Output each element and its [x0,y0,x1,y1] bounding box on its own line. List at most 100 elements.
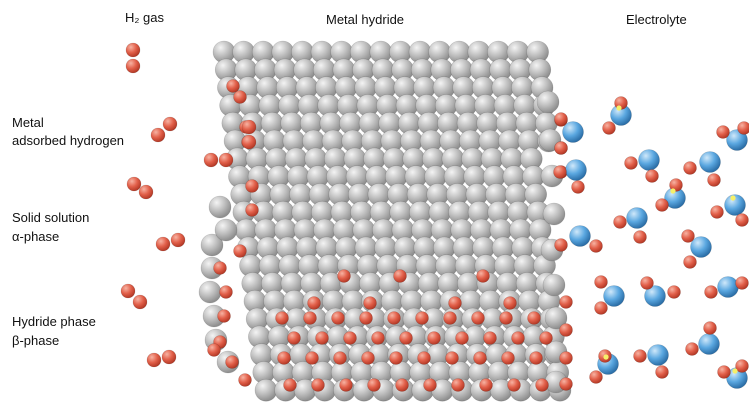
electrolyte-header: Electrolyte [626,12,687,27]
hydrogen-atom [594,301,608,315]
oxygen-atom [644,285,666,307]
hydrogen-atom [361,351,375,365]
hydrogen-atom [315,331,329,345]
hydrogen-atom [331,311,345,325]
hydrogen-atom [219,285,233,299]
h2-gas-header: H₂ gas [125,10,165,25]
hydrogen-atom [283,378,297,392]
hydrogen-atom [217,309,231,323]
hydrogen-atom [667,285,681,299]
hydrogen-atom [307,296,321,310]
oxygen-atom [726,129,748,151]
hydrogen-atom [225,355,239,369]
oxygen-atom [603,285,625,307]
hydrogen-atom [613,215,627,229]
hydrogen-atom [303,311,317,325]
highlight-dot [730,195,736,201]
hydrogen-atom [685,342,699,356]
hydrogen-atom [683,161,697,175]
metal-atom [542,273,566,297]
hydrogen-atom [501,351,515,365]
hydrogen-atom [363,296,377,310]
metal-atom [544,306,568,330]
oxygen-atom [717,276,739,298]
hydrogen-atom [737,121,749,135]
hydrogen-atom [553,165,567,179]
hydrogen-atom [120,283,136,299]
hydrogen-atom [162,116,178,132]
adsorbed-label-line1: Metal [12,115,44,130]
hydrogen-atom [735,213,749,227]
hydrogen-atom [707,173,721,187]
hydrogen-atom [633,230,647,244]
hydrogen-atom [125,58,141,74]
hydrogen-atom [138,184,154,200]
hydrogen-atom [213,261,227,275]
oxygen-atom [698,333,720,355]
alpha-label-line2: α-phase [12,229,60,244]
hydrogen-atom [207,343,221,357]
hydrogen-atom [339,378,353,392]
hydrogen-atom [554,112,568,126]
highlight-dot [732,368,738,374]
hydrogen-atom [367,378,381,392]
highlight-dot [603,354,609,360]
metal-atom [254,378,278,402]
hydrogen-atom [245,179,259,193]
metal-atom [200,233,224,257]
beta-label-line1: Hydride phase [12,314,96,329]
metal-hydride-header: Metal hydride [326,12,405,27]
metal-atom [208,195,232,219]
hydrogen-atom [716,125,730,139]
hydrogen-atom [150,127,166,143]
oxygen-atom [690,236,712,258]
h2-gas-molecules [120,42,257,368]
hydrogen-atom [387,311,401,325]
metal-atom [542,202,566,226]
hydrogen-atom [161,349,177,365]
hydrogen-atom [146,352,162,368]
hydrogen-atom [535,378,549,392]
adsorbed-label-line2: adsorbed hydrogen [12,133,125,148]
hydrogen-atom [233,244,247,258]
hydrogen-atom [507,378,521,392]
hydrogen-atom [735,276,749,290]
hydrogen-atom [559,351,573,365]
hydrogen-atom [681,229,695,243]
hydrogen-atom [275,311,289,325]
hydrogen-atom [245,203,259,217]
hydrogen-atom [451,378,465,392]
hydrogen-atom [132,294,148,310]
hydrogen-atom [633,349,647,363]
hydrogen-atom [703,321,717,335]
hydrogen-atom [305,351,319,365]
hydrogen-atom [640,276,654,290]
alpha-label-line1: Solid solution [12,210,90,225]
hydrogen-atom [241,119,257,135]
metal-atom [536,90,560,114]
metal-lattice [198,40,572,402]
oxygen-atom [565,159,587,181]
hydrogen-atom [218,152,234,168]
oxygen-atom [569,225,591,247]
hydrogen-atom [602,121,616,135]
hydrogen-atom [445,351,459,365]
beta-label-line2: β-phase [12,333,60,348]
hydrogen-atom [126,176,142,192]
hydrogen-atom [241,134,257,150]
hydrogen-atom [423,378,437,392]
hydrogen-atom [393,269,407,283]
hydrogen-atom [448,296,462,310]
hydrogen-atom [371,331,385,345]
hydrogen-atom [710,205,724,219]
hydrogen-atom [645,169,659,183]
hydrogen-atom [717,365,731,379]
highlight-dot [616,105,622,111]
hydrogen-atom [238,373,252,387]
hydrogen-atom [427,331,441,345]
highlight-dot [670,188,676,194]
hydrogen-atom [343,331,357,345]
hydrogen-atom [529,351,543,365]
hydrogen-atom [399,331,413,345]
